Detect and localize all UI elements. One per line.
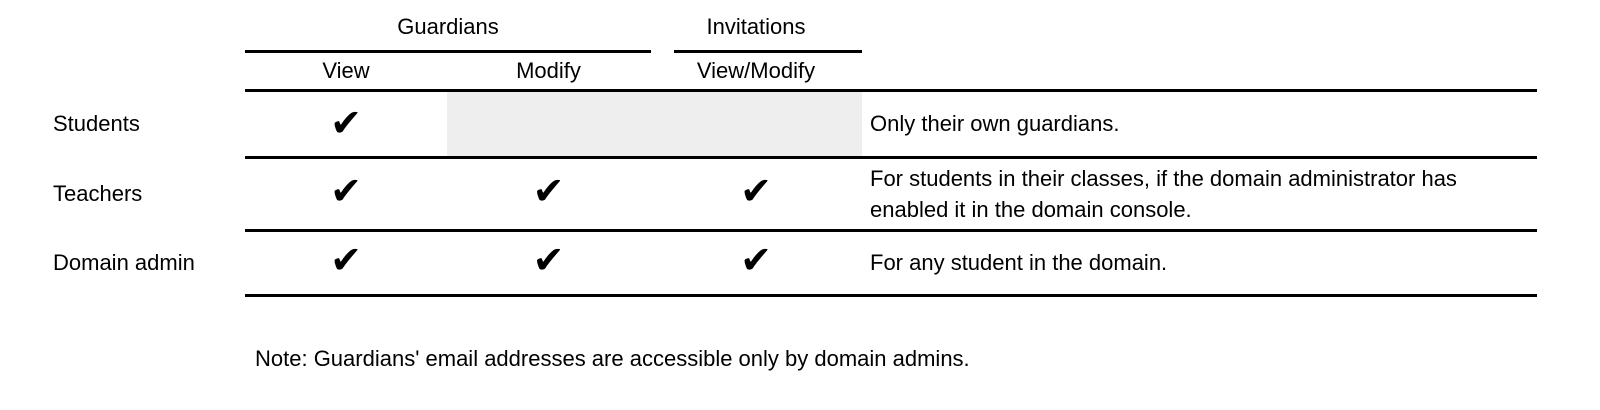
footnote: Note: Guardians' email addresses are acc…	[255, 346, 970, 371]
column-header-modify: Modify	[516, 58, 581, 83]
check-icon: ✔	[330, 238, 362, 282]
row-label-domain-admin: Domain admin	[53, 250, 195, 275]
row-divider	[245, 229, 1537, 232]
shaded-no-permission-cell	[447, 92, 862, 156]
group-header-invitations: Invitations	[706, 14, 806, 39]
column-header-view: View	[322, 58, 370, 83]
guardians-group-underline	[245, 50, 651, 53]
header-divider	[245, 89, 1537, 92]
row-divider	[245, 156, 1537, 159]
group-header-guardians: Guardians	[397, 14, 499, 39]
row-description: For any student in the domain.	[870, 250, 1168, 275]
column-header-view-modify: View/Modify	[696, 58, 816, 83]
row-label-students: Students	[53, 111, 140, 136]
check-icon: ✔	[740, 169, 772, 213]
row-description: For students in their classes, if the do…	[870, 166, 1457, 222]
check-icon: ✔	[532, 169, 565, 213]
check-icon: ✔	[740, 238, 772, 282]
row-label-teachers: Teachers	[53, 181, 143, 206]
row-description: Only their own guardians.	[870, 111, 1120, 136]
check-icon: ✔	[330, 101, 362, 145]
invitations-group-underline	[674, 50, 862, 53]
check-icon: ✔	[330, 169, 362, 213]
check-icon: ✔	[532, 238, 565, 282]
table-bottom-divider	[245, 294, 1537, 297]
